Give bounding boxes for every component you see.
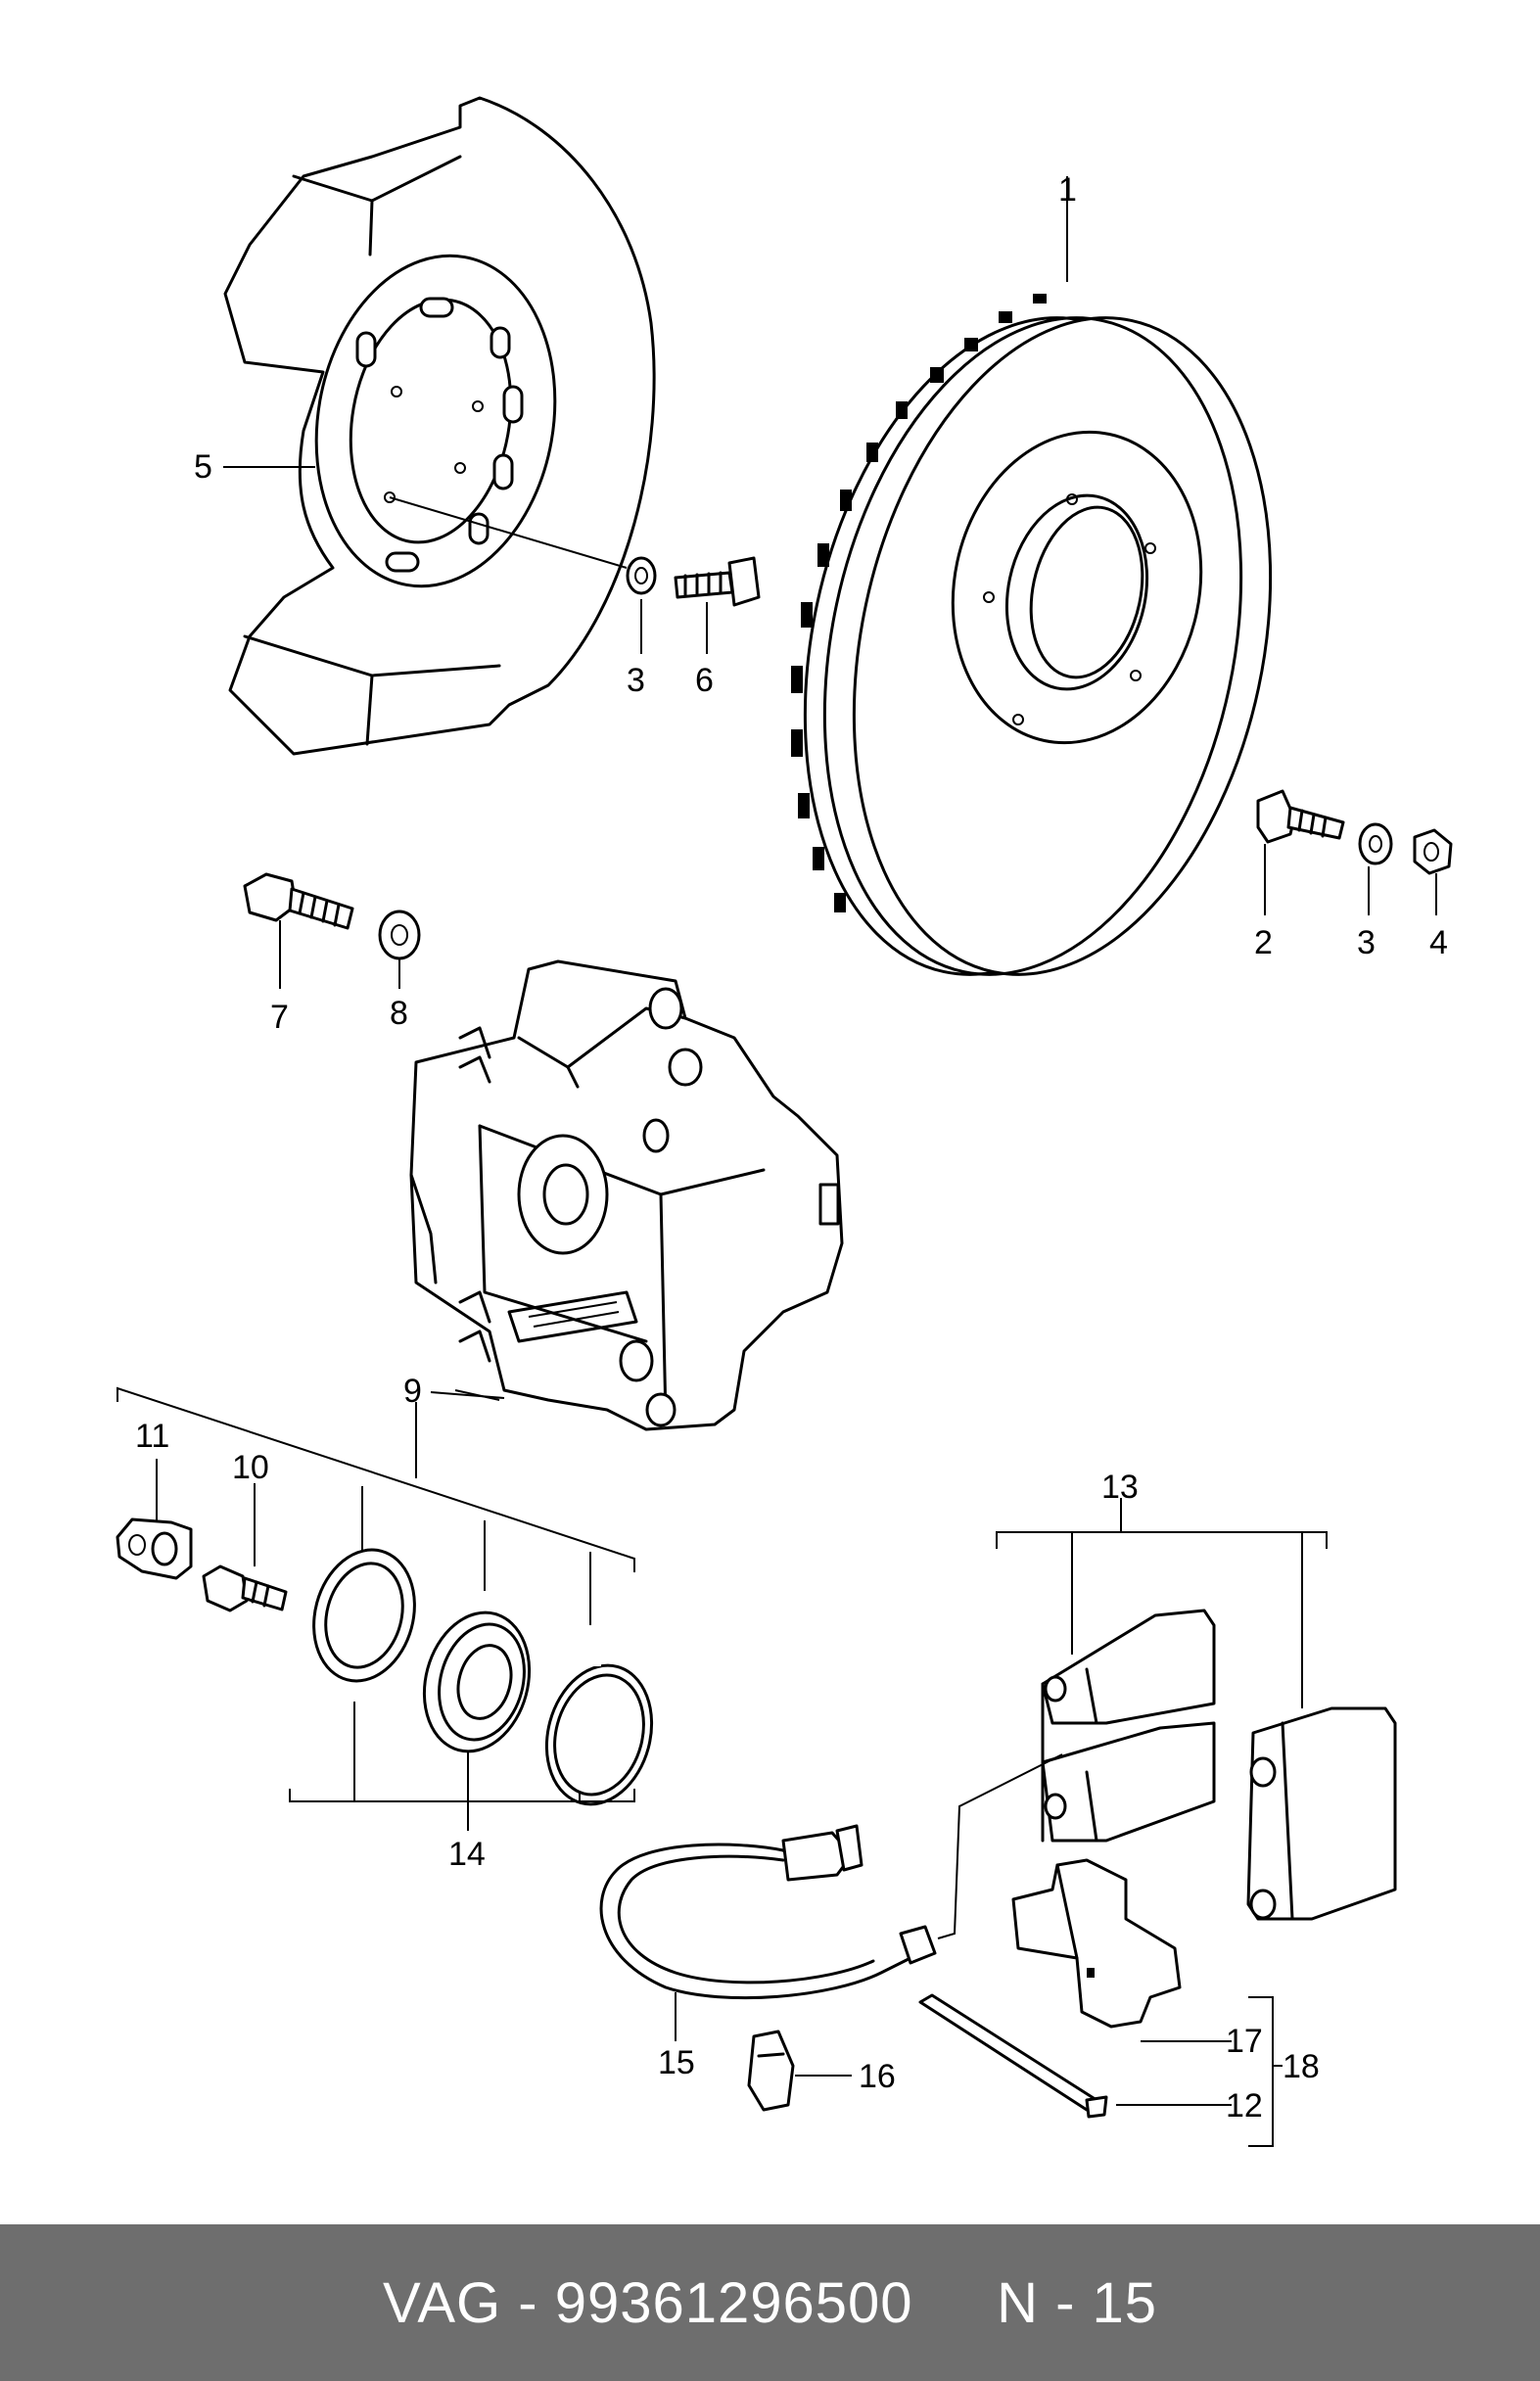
brake-pad-outer — [1246, 1706, 1397, 1921]
seal-ring-large — [312, 1548, 416, 1683]
label-3-upper: 3 — [627, 662, 645, 699]
bolt-7 — [243, 872, 354, 989]
label-16: 16 — [859, 2058, 896, 2095]
part-number-caption: VAG - 99361296500 N - 15 — [382, 2270, 1158, 2335]
retaining-ring — [544, 1655, 654, 1806]
label-7: 7 — [270, 999, 289, 1036]
wear-sensor — [599, 1753, 1063, 2041]
label-5: 5 — [194, 448, 212, 486]
bleeder-cap-11 — [116, 1517, 193, 1580]
bolt-6 — [674, 556, 761, 607]
spreader-spring-17 — [1011, 1858, 1232, 2042]
brake-pad-inner — [1041, 1609, 1216, 1843]
washer-3-upper — [626, 556, 657, 595]
dust-shield — [223, 96, 656, 756]
label-15: 15 — [658, 2044, 695, 2081]
bracket-13-lines — [996, 1498, 1328, 1708]
label-12: 12 — [1226, 2087, 1263, 2124]
washer-3-lower — [1358, 822, 1393, 915]
bracket-18-lines — [1248, 1996, 1274, 2147]
label-10: 10 — [232, 1449, 269, 1486]
bracket-14-lines — [289, 1702, 635, 1831]
parts-diagram: 1 5 3 6 2 3 4 7 8 9 11 10 14 13 15 16 17… — [116, 96, 1453, 2147]
label-4: 4 — [1429, 924, 1448, 961]
footer-bar: VAG - 99361296500 N - 15 — [0, 2224, 1540, 2381]
piston-seal — [422, 1611, 532, 1753]
nut-4 — [1413, 828, 1453, 915]
label-8: 8 — [390, 995, 408, 1032]
retaining-pin-12 — [918, 1993, 1232, 2119]
washer-8 — [378, 910, 421, 989]
label-2: 2 — [1254, 924, 1273, 961]
label-9: 9 — [403, 1373, 422, 1410]
brake-disc — [791, 176, 1273, 976]
label-6: 6 — [695, 662, 714, 699]
label-13: 13 — [1101, 1469, 1139, 1506]
part-labels: 1 5 3 6 2 3 4 7 8 9 11 10 14 13 15 16 17… — [135, 171, 1448, 2124]
brake-caliper — [409, 959, 844, 1431]
label-1: 1 — [1058, 171, 1077, 209]
label-18: 18 — [1283, 2048, 1320, 2085]
label-17: 17 — [1226, 2023, 1263, 2060]
label-3-lower: 3 — [1357, 924, 1376, 961]
bracket-9-lines — [117, 1386, 635, 1625]
bolt-2 — [1256, 789, 1345, 915]
sensor-clip-16 — [747, 2030, 852, 2112]
label-11: 11 — [135, 1418, 169, 1455]
bleeder-valve-10 — [202, 1564, 288, 1612]
label-14: 14 — [448, 1836, 486, 1873]
